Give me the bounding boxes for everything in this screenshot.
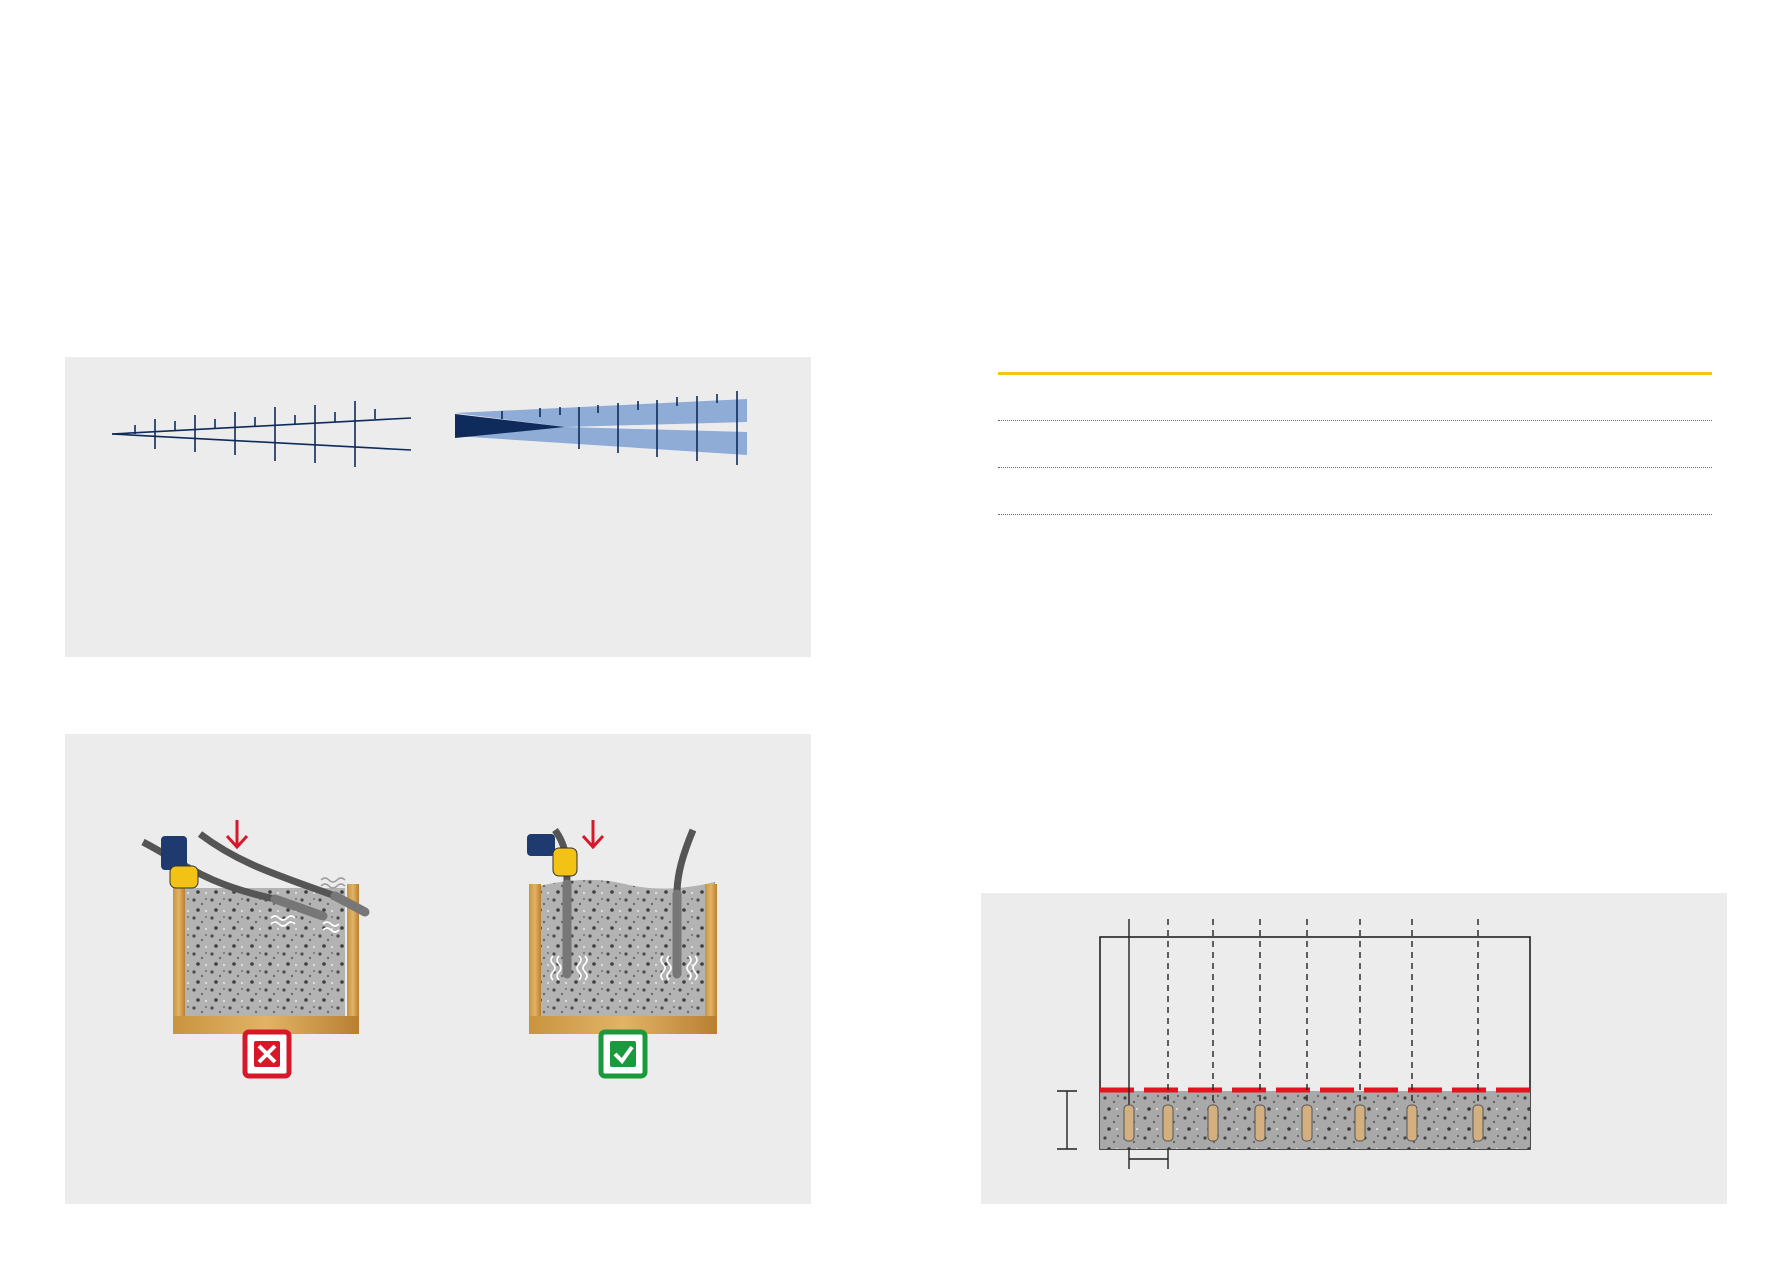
- poker-vibrator-icon: [270, 894, 328, 921]
- dotted-rule: [998, 467, 1712, 468]
- formwork-right: [347, 884, 359, 1026]
- layer-height-dimension: [1057, 1090, 1077, 1150]
- dotted-rule: [998, 514, 1712, 515]
- spacing-dimension: [1128, 1149, 1169, 1169]
- arrow-down-icon: [581, 820, 605, 850]
- vibrator-hose: [673, 828, 697, 895]
- cross-mark-icon: [242, 1029, 292, 1079]
- dotted-rule: [998, 420, 1712, 421]
- glove-icon: [552, 847, 578, 877]
- formwork-bottom: [173, 1016, 359, 1034]
- accent-rule: [998, 372, 1712, 375]
- cone-field-diagram: [455, 391, 747, 465]
- wrong-method-scene: [141, 820, 370, 1034]
- layer-insertion-panel: [981, 893, 1727, 1204]
- sleeve-icon: [161, 836, 187, 870]
- line-field-diagram: [111, 401, 412, 467]
- action-radius-panel: [65, 357, 811, 657]
- vibration-waves: [270, 915, 340, 933]
- formwork-right: [705, 884, 717, 1026]
- vibrator-usage-panel: [65, 734, 811, 1204]
- vibrator-hose: [197, 831, 337, 900]
- layer-insertion-figure: [1057, 919, 1531, 1169]
- insertion-lines: [1128, 919, 1479, 1133]
- vibrator-usage-figure: [141, 820, 717, 1079]
- sleeve-icon: [527, 834, 555, 856]
- glove-icon: [169, 865, 199, 889]
- vibration-waves: [550, 955, 698, 981]
- formwork-left: [529, 884, 541, 1026]
- vibrator-hose: [141, 838, 276, 903]
- poker-vibrator-icon: [330, 891, 370, 917]
- check-mark-icon: [598, 1029, 648, 1079]
- poker-vibrator-icon: [1123, 1104, 1484, 1142]
- formwork-bottom: [529, 1016, 717, 1034]
- action-radius-figure: [111, 391, 747, 467]
- correct-method-scene: [527, 820, 717, 1034]
- formwork-left: [173, 884, 185, 1026]
- arrow-down-icon: [225, 820, 249, 850]
